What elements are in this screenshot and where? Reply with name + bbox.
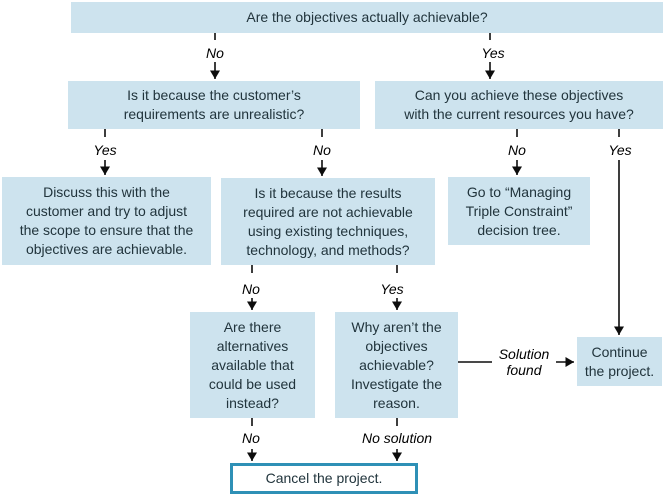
branch-label-customer-yes: Yes	[93, 142, 117, 158]
branch-label-customer-no: No	[313, 142, 331, 158]
node-alternatives: Are there alternatives available that co…	[190, 312, 315, 418]
node-objectives-achievable: Are the objectives actually achievable?	[71, 2, 663, 33]
node-why-not-achievable: Why aren’t the objectives achievable? In…	[335, 312, 458, 418]
branch-label-results-no: No	[242, 281, 260, 297]
branch-label-objectives-no: No	[206, 45, 224, 61]
branch-label-results-yes: Yes	[380, 281, 404, 297]
branch-label-alternatives-no: No	[242, 430, 260, 446]
branch-label-solution-found: Solution found	[498, 346, 550, 378]
branch-label-resources-no: No	[508, 142, 526, 158]
branch-label-resources-yes: Yes	[608, 142, 632, 158]
node-cancel-project: Cancel the project.	[230, 463, 418, 494]
node-discuss-customer: Discuss this with the customer and try t…	[2, 177, 211, 265]
node-triple-constraint: Go to “Managing Triple Constraint” decis…	[448, 177, 590, 245]
node-results-achievable: Is it because the results required are n…	[221, 178, 435, 265]
branch-label-no-solution: No solution	[361, 430, 433, 446]
node-customer-requirements: Is it because the customer’s requirement…	[68, 81, 360, 129]
branch-label-objectives-yes: Yes	[481, 45, 505, 61]
node-current-resources: Can you achieve these objectives with th…	[375, 81, 663, 129]
node-continue-project: Continue the project.	[577, 337, 662, 386]
